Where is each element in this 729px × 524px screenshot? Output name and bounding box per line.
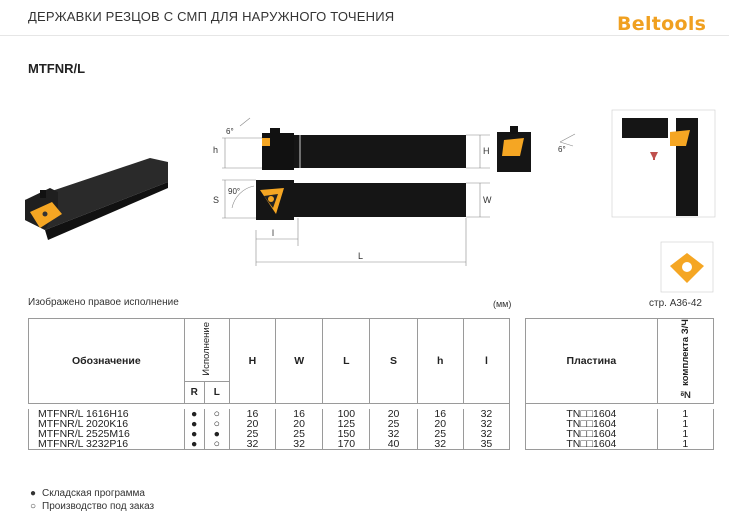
row-lv: 35	[462, 439, 511, 450]
row-kit: 1	[656, 439, 715, 450]
dim-h-label: h	[213, 145, 218, 155]
right-version-note: Изображено правое исполнение	[28, 297, 179, 308]
table-row: MTFNR/L 1616H16 ● ○ 16 16 100 20 16 32 T…	[28, 409, 715, 419]
dim-S-label: S	[213, 195, 219, 205]
row-kit: 1	[656, 429, 715, 439]
dim-H-label: H	[483, 146, 490, 156]
row-Lv: 170	[322, 439, 371, 450]
row-lv: 32	[462, 419, 511, 429]
row-l: ○	[203, 409, 230, 419]
row-name: MTFNR/L 3232P16	[28, 439, 185, 450]
header-W: W	[275, 318, 324, 404]
legend-stock-text: Складская программа	[42, 488, 145, 499]
end-view	[497, 126, 576, 172]
dim-W-label: W	[483, 195, 492, 205]
legend-stock: ● Складская программа	[30, 487, 154, 500]
spec-table: Обозначение Исполнение H W L S h l Пласт…	[28, 318, 715, 450]
dim-L-label: L	[358, 251, 363, 261]
header-divider	[0, 35, 729, 36]
row-H: 32	[228, 439, 277, 450]
row-insert: TN□□1604	[525, 439, 658, 450]
dim-l-label: l	[272, 228, 274, 238]
header-R: R	[183, 380, 205, 404]
legend: ● Складская программа ○ Производство под з…	[30, 487, 154, 513]
row-S: 40	[369, 439, 418, 450]
insert-icon	[660, 241, 714, 293]
table-row: MTFNR/L 3232P16 ● ○ 32 32 170 40 32 35 T…	[28, 439, 715, 450]
logo-part2: tools	[651, 13, 707, 35]
row-l: ○	[203, 439, 230, 450]
row-S: 32	[369, 429, 418, 439]
header-h: h	[416, 318, 464, 404]
legend-order-text: Производство под заказ	[42, 501, 155, 512]
unit-label: (мм)	[493, 299, 512, 309]
top-view	[222, 117, 490, 170]
page-reference: стр. A36-42	[649, 298, 702, 309]
tool-drawing: h H W S l L 6° 90° 6°	[25, 109, 716, 293]
beltools-logo: Beltools	[617, 13, 706, 35]
side-view	[222, 179, 490, 266]
row-S: 20	[369, 409, 418, 419]
header-L: L	[322, 318, 371, 404]
angle-label-1: 6°	[226, 127, 234, 136]
legend-order: ○ Производство под заказ	[30, 500, 154, 513]
header-execution: Исполнение	[201, 321, 213, 376]
row-kit: 1	[656, 419, 715, 429]
row-S: 25	[369, 419, 418, 429]
table-row: MTFNR/L 2525M16 ● ● 25 25 150 32 25 32 T…	[28, 429, 715, 439]
mounting-detail	[611, 109, 716, 218]
order-mark: ○	[30, 501, 37, 512]
header-kit: № комплекта З/Ч	[679, 319, 691, 400]
row-kit: 1	[656, 409, 715, 419]
row-W: 32	[275, 439, 324, 450]
header-S: S	[369, 318, 418, 404]
header-l: l	[462, 318, 511, 404]
header-L-exec: L	[203, 380, 230, 404]
angle-label-2: 6°	[558, 145, 566, 154]
row-lv: 32	[462, 409, 511, 419]
page-header-title: ДЕРЖАВКИ РЕЗЦОВ С СМП ДЛЯ НАРУЖНОГО ТОЧЕ…	[28, 9, 395, 24]
stock-mark: ●	[30, 488, 37, 499]
row-l: ○	[203, 419, 230, 429]
header-H: H	[228, 318, 277, 404]
header-designation: Обозначение	[28, 318, 185, 404]
row-r: ●	[183, 439, 205, 450]
header-insert: Пластина	[525, 318, 658, 404]
row-lv: 32	[462, 429, 511, 439]
angle-label-90: 90°	[228, 187, 240, 196]
tool-holder-3d	[25, 158, 168, 240]
row-h: 32	[416, 439, 464, 450]
logo-part1: Bel	[617, 13, 652, 35]
model-title: MTFNR/L	[28, 61, 86, 76]
table-row: MTFNR/L 2020K16 ● ○ 20 20 125 25 20 32 T…	[28, 419, 715, 429]
row-l: ●	[203, 429, 230, 439]
